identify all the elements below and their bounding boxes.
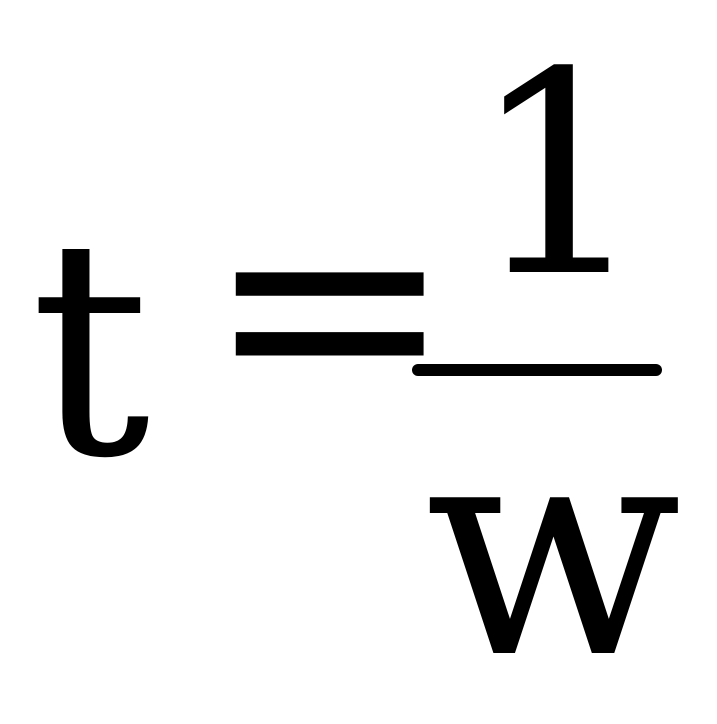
fraction-denominator: w (425, 375, 682, 724)
math-formula: t = 1 w (30, 13, 682, 724)
fraction-numerator: 1 (470, 13, 649, 339)
fraction-bar (412, 364, 662, 376)
formula-lhs: t (30, 175, 151, 524)
equals-sign: = (204, 130, 456, 479)
